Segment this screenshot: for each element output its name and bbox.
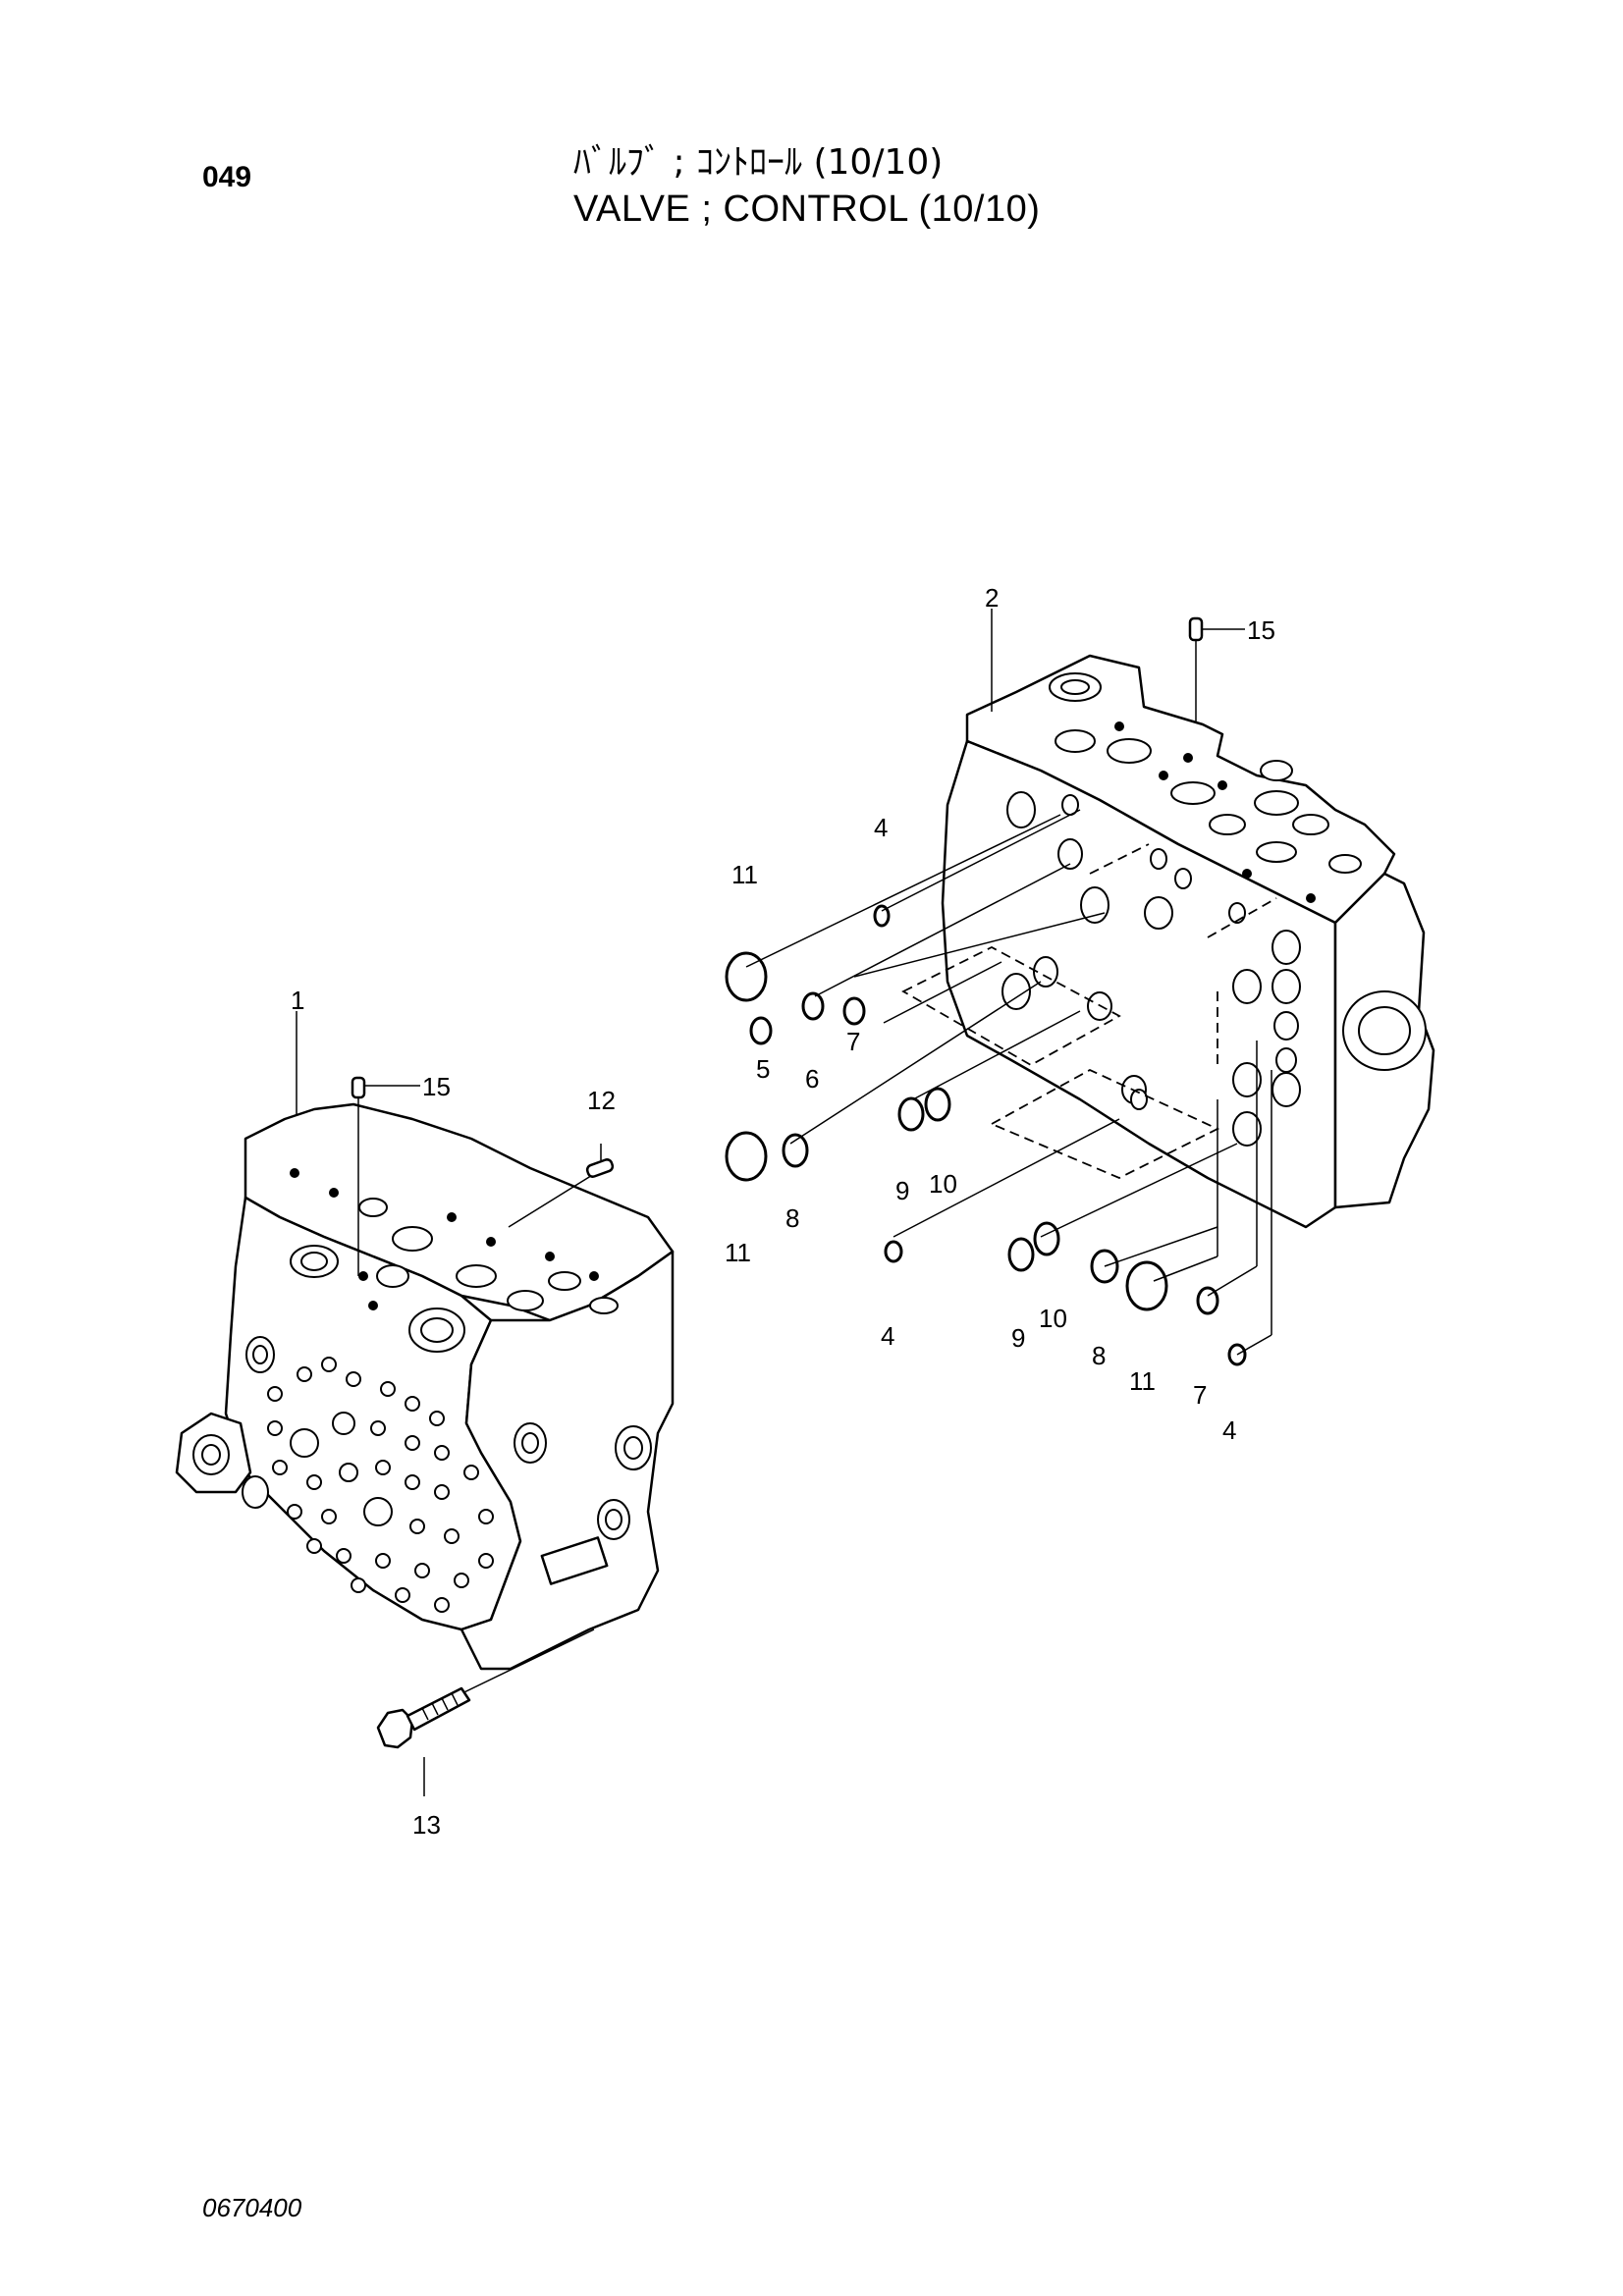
callout-10-right: 10 (1039, 1304, 1067, 1333)
callout-6: 6 (805, 1064, 819, 1094)
leader-lines-left (296, 1011, 595, 1704)
callout-7-bottom: 7 (1193, 1380, 1207, 1410)
bolt-13 (376, 1686, 471, 1796)
title-japanese: ﾊﾞﾙﾌﾞ ; ｺﾝﾄﾛｰﾙ (10/10) (573, 142, 944, 183)
callout-1: 1 (291, 986, 304, 1015)
callout-15-left: 15 (422, 1072, 451, 1101)
callout-5: 5 (756, 1054, 770, 1084)
callout-9-right: 9 (1011, 1323, 1025, 1353)
callout-12: 12 (587, 1086, 616, 1115)
callout-10-left: 10 (929, 1169, 957, 1199)
page-number: 049 (202, 161, 252, 193)
callout-4-top: 4 (874, 813, 888, 842)
callout-15-right: 15 (1247, 615, 1275, 645)
callout-labels: 1 2 15 15 12 13 4 11 5 6 7 11 8 9 10 4 9… (291, 583, 1275, 1840)
front-plate-holes (267, 1357, 494, 1613)
callout-8-right: 8 (1092, 1341, 1106, 1370)
valve-section-1 (175, 1102, 675, 1671)
callout-11-top: 11 (731, 860, 758, 889)
title-english: VALVE ; CONTROL (10/10) (573, 188, 1041, 230)
callout-4-mid: 4 (881, 1321, 894, 1351)
plug-15-right (1188, 616, 1245, 642)
callout-9-left: 9 (895, 1176, 909, 1205)
callout-13: 13 (412, 1810, 441, 1840)
callout-11-mid: 11 (725, 1238, 751, 1267)
plug-15-left (351, 1076, 366, 1099)
callout-4-bottom: 4 (1222, 1415, 1236, 1445)
callout-2: 2 (985, 583, 999, 613)
drawing-code: 0670400 (202, 2193, 302, 2222)
seal-rings-right (725, 904, 1247, 1366)
callout-11-bottom: 11 (1129, 1366, 1156, 1396)
valve-section-2 (901, 654, 1435, 1229)
pin-12 (585, 1144, 615, 1178)
callout-8-left: 8 (785, 1203, 799, 1233)
leader-lines-right (745, 609, 1272, 1356)
callout-7-top: 7 (846, 1027, 860, 1056)
